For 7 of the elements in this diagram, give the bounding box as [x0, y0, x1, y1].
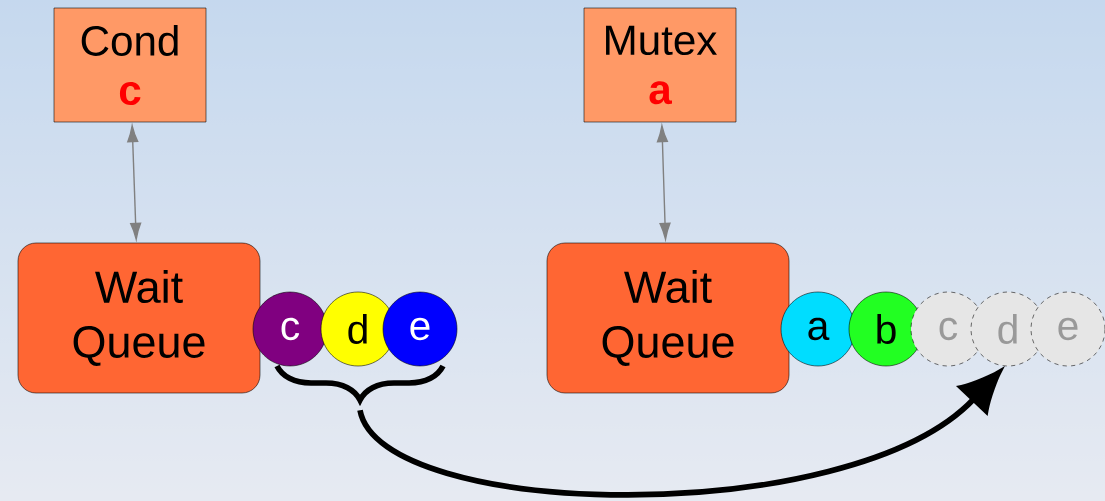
variable-box: Cond c [53, 7, 207, 123]
arrow [127, 125, 142, 240]
wait-queue-box: Wait Queue [17, 242, 261, 394]
arrow [656, 125, 671, 240]
variable-box: Mutex a [583, 7, 737, 123]
wait-queue-box: Wait Queue [546, 242, 790, 394]
node-label: e [1058, 317, 1078, 341]
